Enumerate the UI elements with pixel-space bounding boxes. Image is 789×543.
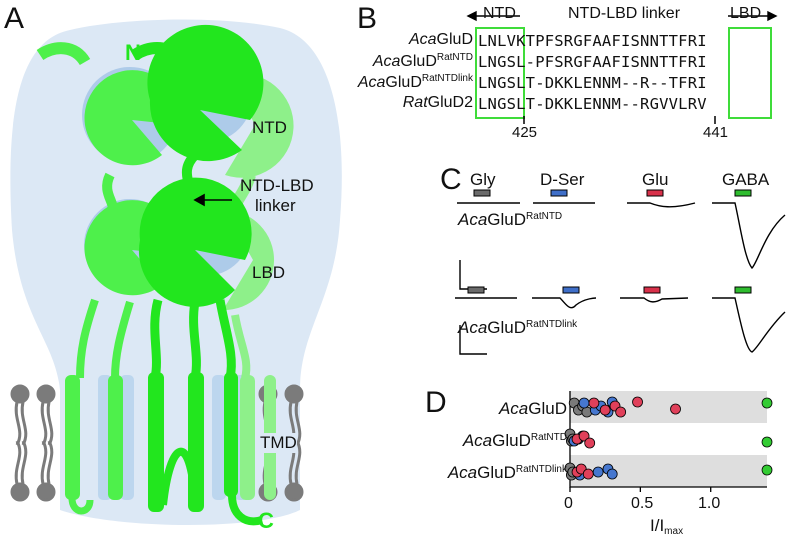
- bar-gaba-1: [734, 189, 752, 197]
- scatter-row-label-3: AcaGluDRatNTDlink: [447, 463, 567, 482]
- n-terminus-label: N: [125, 40, 141, 65]
- linker-label-line1: NTD-LBD: [240, 176, 314, 195]
- c-terminus-label: C: [258, 508, 274, 533]
- seq-name-row-3: AcaGluDRatNTDlink: [357, 73, 473, 91]
- ligand-dser: D-Ser: [540, 170, 585, 189]
- seq-name-row-4: RatGluD2: [402, 94, 473, 111]
- sequence-row-2: LNGSL-PFSRGFAAFISNNTTFRI: [478, 53, 707, 71]
- point-gaba: [761, 397, 773, 409]
- linker-arrow: [193, 193, 232, 207]
- bar-glu-1: [646, 189, 664, 197]
- point-dser: [578, 397, 590, 409]
- bar-gaba-2: [734, 286, 752, 294]
- sequence-row-1: LNLVKTPFSRGFAAFISNNTTFRI: [478, 32, 707, 50]
- point-glu: [578, 430, 590, 442]
- linker-label-line2: linker: [255, 196, 296, 215]
- ntd-label: NTD: [252, 118, 287, 137]
- x-tick-10: 1.0: [698, 495, 721, 512]
- seq-name-row-2: AcaGluDRatNTD: [372, 52, 473, 70]
- sequence-row-3: LNGSLT-DKKLENNM--R--TFRI: [478, 74, 707, 92]
- receptor-schematic: [10, 19, 342, 526]
- scatter-row-label-2: AcaGluDRatNTD: [462, 431, 567, 450]
- x-tick-05: 0.5: [631, 495, 654, 512]
- x-tick-0: 0: [564, 495, 573, 512]
- point-glu: [670, 403, 681, 415]
- membrane-left: [10, 384, 56, 502]
- ntd-header: NTD: [483, 5, 516, 22]
- scatter-row-label-1: AcaGluD: [498, 399, 567, 418]
- panel-letter-a: A: [4, 2, 25, 35]
- seq-name-row-1: AcaGluD: [408, 31, 473, 48]
- lbd-header: LBD: [730, 5, 762, 22]
- sequence-row-4: LNGSLT-DKKLENNM--RGVVLRV: [478, 95, 707, 113]
- bar-glu-2: [643, 286, 661, 294]
- lbd-label: LBD: [252, 263, 286, 282]
- ligand-gaba: GABA: [722, 170, 770, 189]
- panel-letter-d: D: [425, 386, 447, 419]
- bar-dser-2: [562, 286, 580, 294]
- point-glu: [588, 397, 600, 409]
- panel-letter-c: C: [440, 163, 462, 196]
- point-glu: [632, 396, 643, 408]
- traces-row-1: [457, 202, 786, 270]
- point-gaba: [761, 436, 773, 448]
- x-axis-label: I/Imax: [650, 516, 684, 537]
- point-dser: [592, 466, 604, 478]
- position-425: 425: [512, 124, 538, 141]
- traces-row-2: [455, 297, 786, 353]
- bar-gly-1: [473, 189, 491, 197]
- trace2-name: AcaGluDRatNTDlink: [458, 318, 578, 337]
- point-glu: [582, 468, 594, 480]
- ntd-box: [475, 27, 525, 119]
- linker-header: NTD-LBD linker: [568, 5, 681, 22]
- point-glu: [599, 404, 611, 416]
- position-441: 441: [703, 124, 729, 141]
- ligand-gly: Gly: [470, 170, 496, 189]
- point-dser: [606, 468, 618, 480]
- trace1-name: AcaGluDRatNTD: [458, 210, 563, 229]
- bar-gly-2: [467, 286, 485, 294]
- ligand-glu: Glu: [642, 170, 669, 189]
- tmd-label: TMD: [260, 433, 297, 453]
- bar-dser-1: [550, 189, 568, 197]
- point-glu: [615, 406, 627, 418]
- main-subunit: [131, 24, 264, 526]
- scale-bar-2: [459, 325, 487, 355]
- lbd-box: [728, 27, 772, 119]
- panel-letter-b: B: [357, 2, 378, 35]
- point-gaba: [761, 464, 773, 476]
- point-glu: [584, 437, 596, 449]
